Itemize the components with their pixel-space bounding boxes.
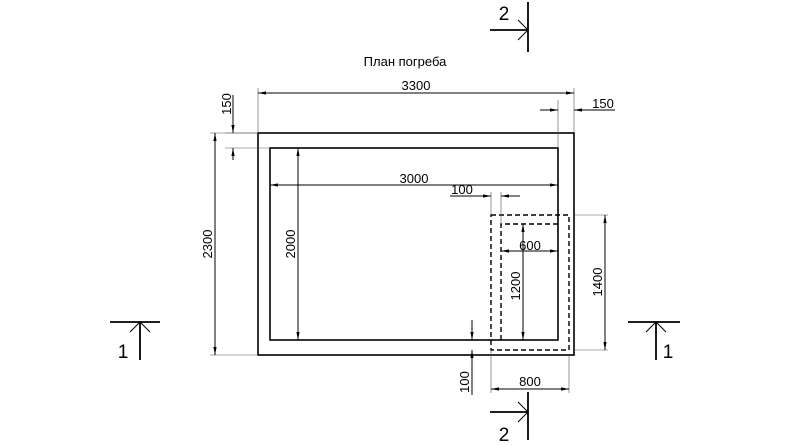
dimension-wall-right: 150 xyxy=(540,96,615,148)
dimension-wall-top: 150 xyxy=(219,93,270,160)
svg-text:2000: 2000 xyxy=(283,230,298,259)
svg-text:100: 100 xyxy=(457,371,472,393)
dimension-pit-outer-width: 800 xyxy=(490,350,570,393)
section-marker-left: 1 xyxy=(110,321,160,363)
dimension-inner-height: 2000 xyxy=(283,148,300,340)
svg-text:1200: 1200 xyxy=(508,272,523,301)
dimension-outer-width: 3300 xyxy=(257,78,575,133)
svg-text:2: 2 xyxy=(499,4,510,25)
dimension-pit-outer-height: 1400 xyxy=(574,214,608,351)
pit-outer-outline xyxy=(490,214,570,351)
svg-text:2: 2 xyxy=(499,425,510,445)
drawing-title: План погреба xyxy=(364,54,447,69)
section-marker-right: 1 xyxy=(628,321,680,363)
section-marker-bottom: 2 xyxy=(490,392,529,445)
dimension-pit-bottom-offset: 100 xyxy=(457,320,474,395)
inner-wall xyxy=(269,147,559,341)
svg-text:100: 100 xyxy=(451,182,473,197)
dimension-pit-inner-width: 600 xyxy=(501,238,558,253)
svg-text:1: 1 xyxy=(663,342,674,363)
outer-wall xyxy=(257,132,575,356)
svg-text:1400: 1400 xyxy=(590,268,605,297)
svg-text:600: 600 xyxy=(519,238,541,253)
svg-text:3300: 3300 xyxy=(402,78,431,93)
svg-text:150: 150 xyxy=(219,93,234,115)
dimension-outer-height: 2300 xyxy=(200,132,258,356)
dimension-pit-inner-height: 1200 xyxy=(508,224,525,340)
svg-text:3000: 3000 xyxy=(400,171,429,186)
svg-text:150: 150 xyxy=(592,96,614,111)
dimension-pit-offset: 100 xyxy=(450,182,520,224)
svg-text:2300: 2300 xyxy=(200,230,215,259)
svg-text:800: 800 xyxy=(519,374,541,389)
dimension-inner-width: 3000 xyxy=(270,171,558,187)
svg-text:1: 1 xyxy=(118,342,129,363)
section-marker-top: 2 xyxy=(490,2,529,52)
